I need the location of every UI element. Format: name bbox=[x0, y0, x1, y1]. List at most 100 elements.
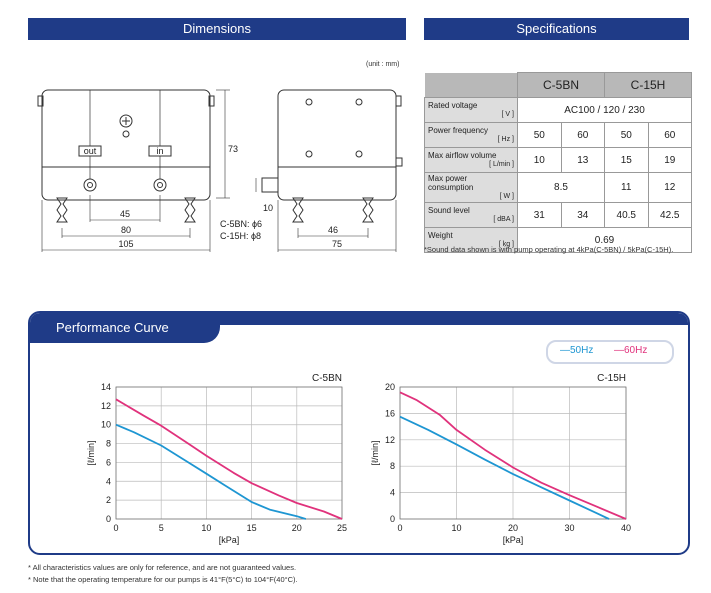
dim-75: 75 bbox=[332, 239, 342, 249]
chart-legend: —50Hz —60Hz bbox=[546, 340, 674, 364]
x-axis-label: [kPa] bbox=[503, 535, 524, 545]
y-tick-label: 12 bbox=[101, 401, 111, 411]
airflow-value: 10 bbox=[517, 147, 562, 173]
sound-value: 34 bbox=[560, 202, 605, 228]
x-tick-label: 0 bbox=[397, 523, 402, 533]
frequency-value: 60 bbox=[647, 122, 692, 148]
x-axis-label: [kPa] bbox=[219, 535, 240, 545]
specifications-header: Specifications bbox=[424, 18, 689, 40]
sound-value: 42.5 bbox=[647, 202, 692, 228]
series-line-60hz bbox=[115, 398, 343, 520]
x-tick-label: 20 bbox=[292, 523, 302, 533]
dim-45: 45 bbox=[120, 209, 130, 219]
frequency-label: Power frequency bbox=[428, 126, 489, 135]
y-tick-label: 0 bbox=[106, 514, 111, 524]
series-line-60hz bbox=[399, 391, 627, 520]
weight-unit: [ kg ] bbox=[498, 241, 514, 248]
y-axis-label: [ℓ/min] bbox=[370, 441, 380, 466]
tube-nozzle bbox=[261, 177, 279, 193]
y-tick-label: 2 bbox=[106, 495, 111, 505]
y-tick-label: 14 bbox=[101, 382, 111, 392]
row-sound: Sound level [ dBA ] 31 34 40.5 42.5 bbox=[424, 202, 692, 228]
model-c15h: C-15H bbox=[604, 72, 692, 98]
airflow-label: Max airflow volume bbox=[428, 151, 497, 160]
power-label: Max power consumption bbox=[428, 174, 474, 192]
airflow-unit: [ L/min ] bbox=[489, 161, 514, 168]
y-tick-label: 4 bbox=[106, 476, 111, 486]
panel-top-bar bbox=[190, 313, 688, 325]
voltage-unit: [ V ] bbox=[501, 111, 514, 118]
row-voltage: Rated voltage [ V ] AC100 / 120 / 230 bbox=[424, 97, 692, 123]
screw-icon bbox=[119, 114, 133, 128]
footnote-2: * Note that the operating temperature fo… bbox=[28, 575, 298, 584]
airflow-value: 13 bbox=[560, 147, 605, 173]
x-tick-label: 30 bbox=[564, 523, 574, 533]
tube-c15h-label: C-15H: ϕ8 bbox=[220, 231, 261, 241]
sound-value: 31 bbox=[517, 202, 562, 228]
x-tick-label: 20 bbox=[508, 523, 518, 533]
plot-frame bbox=[115, 386, 343, 520]
row-weight: Weight [ kg ] 0.69 bbox=[424, 227, 692, 253]
chart-title: C-15H bbox=[597, 373, 626, 384]
port-in-label: in bbox=[156, 146, 163, 156]
frequency-value: 60 bbox=[560, 122, 605, 148]
model-c5bn: C-5BN bbox=[517, 72, 605, 98]
weight-value: 0.69 bbox=[517, 227, 692, 253]
front-view-body bbox=[41, 89, 211, 201]
legend-50hz-label: 50Hz bbox=[570, 345, 594, 356]
series-line-50hz bbox=[115, 423, 307, 520]
performance-charts: 0 5 10 15 20 25 0 2 4 6 8 10 12 14 C-5BN [kPa] [ℓ/min] 0 1… bbox=[86, 373, 631, 545]
y-tick-label: 6 bbox=[106, 457, 111, 467]
dimensions-header: Dimensions bbox=[28, 18, 406, 40]
sound-note: *Sound data shown is with pump operating… bbox=[424, 245, 674, 254]
voltage-value: AC100 / 120 / 230 bbox=[517, 97, 692, 123]
voltage-label: Rated voltage bbox=[428, 101, 478, 110]
dim-46: 46 bbox=[328, 225, 338, 235]
row-power: Max power consumption[ W ] 8.5 11 12 bbox=[424, 172, 692, 203]
dim-10: 10 bbox=[263, 203, 273, 213]
frequency-value: 50 bbox=[604, 122, 649, 148]
port-out-label: out bbox=[84, 146, 97, 156]
y-tick-label: 8 bbox=[390, 461, 395, 471]
legend-50hz: —50Hz bbox=[560, 345, 594, 356]
dim-105: 105 bbox=[118, 239, 133, 249]
sound-label: Sound level bbox=[428, 206, 470, 215]
x-tick-label: 0 bbox=[113, 523, 118, 533]
performance-title: Performance Curve bbox=[30, 313, 220, 343]
dim-80: 80 bbox=[121, 225, 131, 235]
y-axis-label: [ℓ/min] bbox=[86, 441, 96, 466]
side-view-body bbox=[277, 89, 397, 201]
row-airflow: Max airflow volume[ L/min ] 10 13 15 19 bbox=[424, 147, 692, 173]
frequency-unit: [ Hz ] bbox=[497, 136, 514, 143]
hole-icon bbox=[122, 130, 130, 138]
y-tick-label: 12 bbox=[385, 435, 395, 445]
frequency-value: 50 bbox=[517, 122, 562, 148]
chart-title: C-5BN bbox=[312, 373, 342, 384]
sound-unit: [ dBA ] bbox=[493, 216, 514, 223]
y-tick-label: 20 bbox=[385, 382, 395, 392]
out-port-icon bbox=[83, 178, 97, 192]
y-tick-label: 16 bbox=[385, 408, 395, 418]
x-tick-label: 10 bbox=[451, 523, 461, 533]
x-tick-label: 5 bbox=[159, 523, 164, 533]
y-tick-label: 4 bbox=[390, 488, 395, 498]
x-tick-label: 15 bbox=[247, 523, 257, 533]
legend-60hz: —60Hz bbox=[614, 345, 648, 356]
airflow-value: 15 bbox=[604, 147, 649, 173]
power-value: 11 bbox=[604, 172, 649, 203]
tube-c5bn-label: C-5BN: ϕ6 bbox=[220, 219, 262, 229]
row-frequency: Power frequency [ Hz ] 50 60 50 60 bbox=[424, 122, 692, 148]
power-value: 8.5 bbox=[517, 172, 605, 203]
weight-label: Weight bbox=[428, 231, 453, 240]
x-tick-label: 40 bbox=[621, 523, 631, 533]
sound-value: 40.5 bbox=[604, 202, 649, 228]
dimension-drawing: out in 45 80 105 73 10 46 75 C-5BN: ϕ6 C… bbox=[37, 89, 403, 252]
airflow-value: 19 bbox=[647, 147, 692, 173]
x-tick-label: 10 bbox=[201, 523, 211, 533]
specifications-table: C-5BN C-15H Rated voltage [ V ] AC100 / 1… bbox=[424, 72, 692, 253]
in-port-icon bbox=[153, 178, 167, 192]
x-tick-label: 25 bbox=[337, 523, 347, 533]
plot-frame bbox=[399, 386, 627, 520]
mount-tab-right bbox=[208, 95, 215, 107]
